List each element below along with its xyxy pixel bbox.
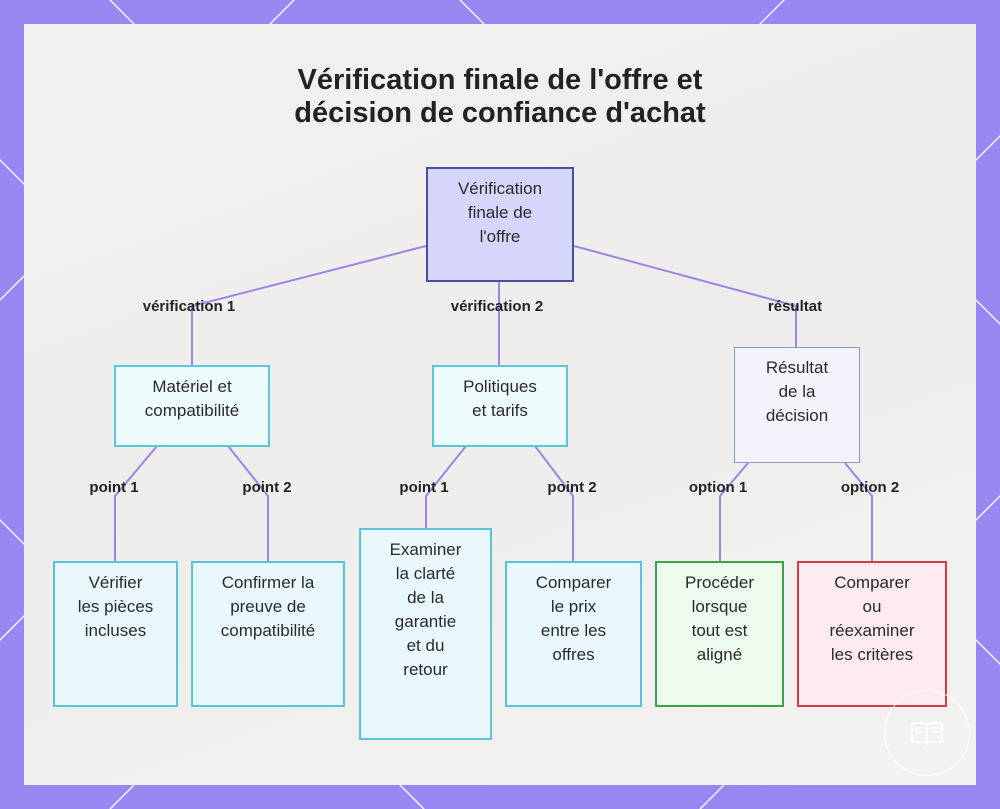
edge-hardware-compat <box>227 445 269 561</box>
edge-label-pol-point1: point 1 <box>399 479 449 496</box>
edge-label-hw-point2: point 2 <box>242 479 292 496</box>
edge-label-hw-point1: point 1 <box>89 479 139 496</box>
edge-label-verif1: vérification 1 <box>142 298 236 315</box>
book-icon <box>884 690 970 776</box>
edge-label-opt1: option 1 <box>688 479 748 496</box>
edge-policies-price <box>534 445 574 561</box>
edge-root-decision <box>573 245 797 347</box>
edge-hardware-parts <box>114 445 158 561</box>
edge-label-verif2: vérification 2 <box>450 298 544 315</box>
edge-label-opt2: option 2 <box>840 479 900 496</box>
title-line-2: décision de confiance d'achat <box>294 97 706 129</box>
edge-decision-proceed <box>719 462 749 561</box>
edge-label-pol-point2: point 2 <box>547 479 597 496</box>
title-line-1: Vérification finale de l'offre et <box>297 64 703 96</box>
edge-policies-warranty <box>425 445 467 528</box>
diagram-title: Vérification finale de l'offre et décisi… <box>200 64 800 130</box>
edge-label-result: résultat <box>767 298 823 315</box>
edge-decision-reexamine <box>844 462 873 561</box>
edge-root-hardware <box>191 245 427 365</box>
